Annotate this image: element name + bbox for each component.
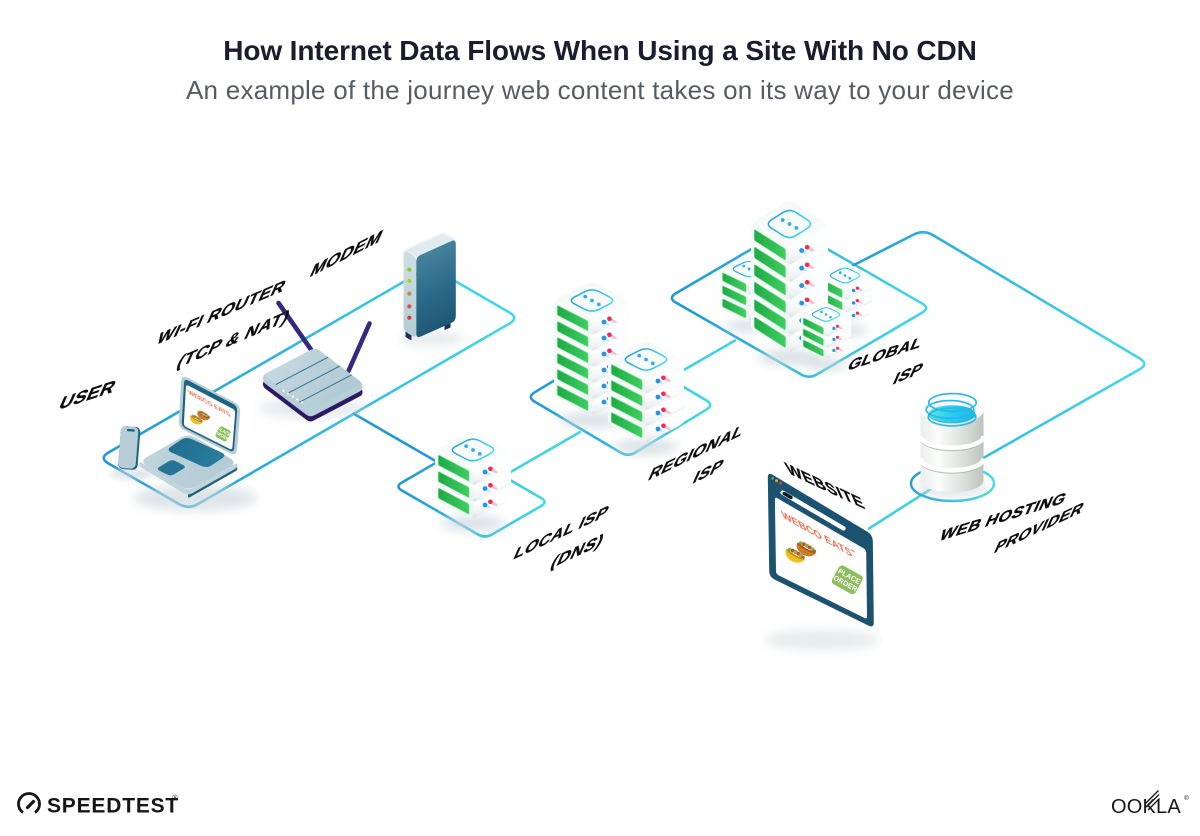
svg-text:An example of the journey web: An example of the journey web content ta… — [186, 75, 1014, 105]
svg-text:SPEEDTEST: SPEEDTEST — [47, 795, 179, 818]
svg-text:®: ® — [173, 794, 179, 802]
svg-text:OOKLA: OOKLA — [1111, 796, 1181, 818]
svg-text:PLACE: PLACE — [217, 426, 232, 437]
svg-text:How Internet Data Flows When U: How Internet Data Flows When Using a Sit… — [223, 35, 977, 66]
svg-text:ORDER: ORDER — [214, 430, 230, 442]
svg-text:®: ® — [1184, 794, 1189, 802]
